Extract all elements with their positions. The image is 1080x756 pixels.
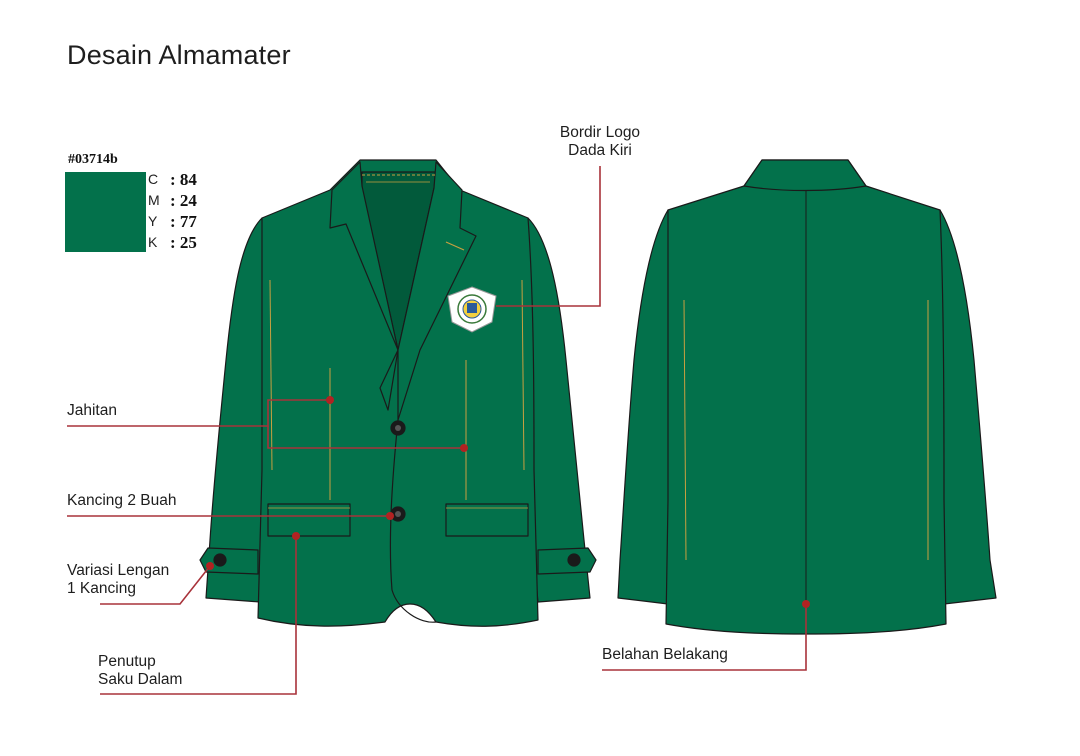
cmyk-row-y: Y : 77 [148, 212, 218, 234]
label-logo-line1: Bordir Logo [559, 124, 641, 141]
label-back-vent: Belahan Belakang [602, 646, 728, 663]
cmyk-value: : 77 [170, 212, 197, 231]
front-jacket [199, 159, 597, 627]
cmyk-letter: C [148, 171, 159, 187]
label-pocket-line2: Saku Dalam [98, 671, 183, 688]
color-swatch [65, 172, 146, 252]
chest-logo [447, 286, 497, 333]
page-title: Desain Almamater [67, 40, 291, 70]
label-buttons: Kancing 2 Buah [67, 492, 177, 509]
label-logo: Bordir Logo Dada Kiri [542, 124, 658, 160]
front-right-pocket-flap [445, 503, 529, 537]
label-sleeve-line1: Variasi Lengan [67, 562, 170, 579]
label-seam: Jahitan [67, 402, 117, 419]
front-sleeve-button-right [567, 553, 581, 567]
front-right-cuff [537, 547, 597, 575]
cmyk-letter: M [148, 192, 160, 208]
label-logo-line2: Dada Kiri [568, 142, 632, 159]
front-left-pocket-flap [267, 503, 351, 537]
cmyk-value: : 24 [170, 191, 197, 210]
cmyk-row-c: C : 84 [148, 170, 218, 192]
cmyk-values: C : 84 M : 24 Y : 77 K : 25 [148, 170, 218, 255]
label-sleeve: Variasi Lengan 1 Kancing [67, 562, 169, 598]
leader-dots [206, 396, 810, 608]
leader-lines [67, 166, 807, 695]
leader-seam [67, 399, 330, 427]
front-sleeve-button-left [213, 553, 227, 567]
front-right-lapel [397, 161, 477, 421]
color-code: #03714b [68, 152, 118, 167]
leader-pocket [100, 536, 297, 695]
cmyk-letter: Y [148, 213, 158, 229]
front-left-lapel [329, 161, 399, 411]
label-pocket-line1: Penutup [98, 653, 156, 670]
back-collar [743, 159, 867, 192]
cmyk-letter: K [148, 234, 158, 250]
cmyk-value: : 25 [170, 233, 197, 252]
label-pocket: Penutup Saku Dalam [98, 653, 182, 689]
leader-sleeve [100, 565, 211, 605]
label-sleeve-line2: 1 Kancing [67, 580, 136, 597]
front-overlap [389, 419, 437, 623]
leader-back-vent [602, 604, 807, 671]
leader-logo [496, 166, 601, 307]
cmyk-row-m: M : 24 [148, 191, 218, 213]
cmyk-row-k: K : 25 [148, 233, 218, 255]
back-jacket [617, 159, 997, 635]
cmyk-value: : 84 [170, 170, 197, 189]
front-left-cuff [199, 547, 259, 575]
